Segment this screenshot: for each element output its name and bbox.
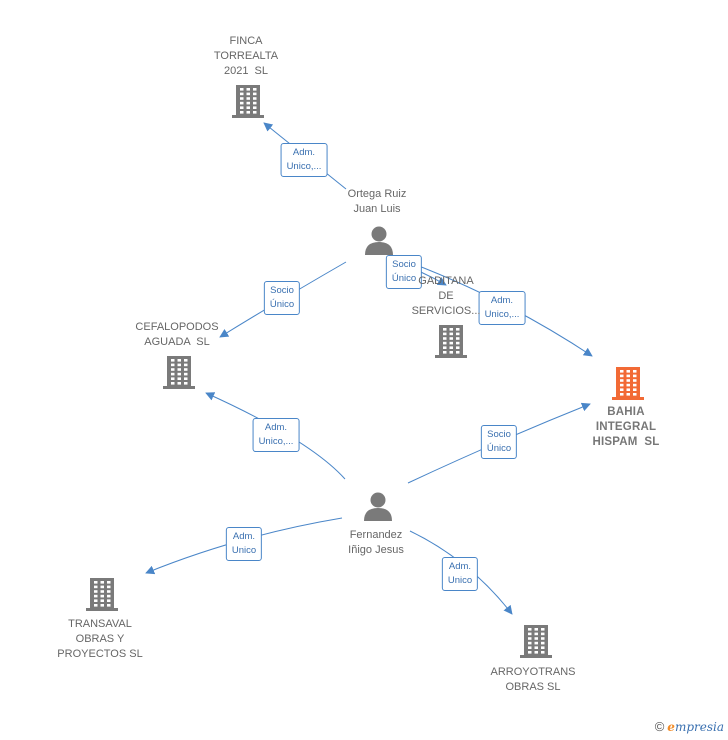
- building-icon-finca: [232, 85, 264, 118]
- node-label-arroyotrans[interactable]: ARROYOTRANS OBRAS SL: [490, 666, 576, 693]
- edge-label-ortega-bahia[interactable]: Adm. Unico,...: [478, 291, 526, 325]
- person-icon-fernandez: [364, 492, 392, 521]
- node-label-ortega[interactable]: Ortega Ruiz Juan Luis: [347, 188, 407, 215]
- edge-label-ortega-gaditana[interactable]: Socio Único: [385, 255, 423, 289]
- person-icon-ortega: [365, 226, 393, 255]
- node-label-transaval[interactable]: TRANSAVAL OBRAS Y PROYECTOS SL: [57, 618, 143, 660]
- building-icon-bahia: [612, 367, 644, 400]
- node-label-cefalopodos[interactable]: CEFALOPODOS AGUADA SL: [135, 321, 219, 348]
- node-label-gaditana[interactable]: GADITANA DE SERVICIOS...: [411, 275, 481, 317]
- copyright-icon: ©: [654, 719, 665, 734]
- node-label-bahia[interactable]: BAHIA INTEGRAL HISPAM SL: [592, 406, 660, 448]
- edge-label-fernandez-arroyotrans[interactable]: Adm. Unico: [441, 557, 479, 591]
- node-label-finca[interactable]: FINCA TORREALTA 2021 SL: [213, 35, 279, 77]
- building-icon-gaditana: [435, 325, 467, 358]
- edge-label-fernandez-bahia[interactable]: Socio Único: [480, 425, 518, 459]
- node-label-fernandez[interactable]: Fernandez Iñigo Jesus: [348, 529, 404, 556]
- building-icon-transaval: [86, 578, 118, 611]
- empresia-watermark: ©empresia: [654, 719, 724, 734]
- building-icon-cefalopodos: [163, 356, 195, 389]
- edge-label-fernandez-cefalopodos[interactable]: Adm. Unico,...: [252, 418, 300, 452]
- building-icon-arroyotrans: [520, 625, 552, 658]
- edge-label-ortega-cefalopodos[interactable]: Socio Único: [263, 281, 301, 315]
- edge-label-ortega-finca[interactable]: Adm. Unico,...: [280, 143, 328, 177]
- edge-label-fernandez-transaval[interactable]: Adm. Unico: [225, 527, 263, 561]
